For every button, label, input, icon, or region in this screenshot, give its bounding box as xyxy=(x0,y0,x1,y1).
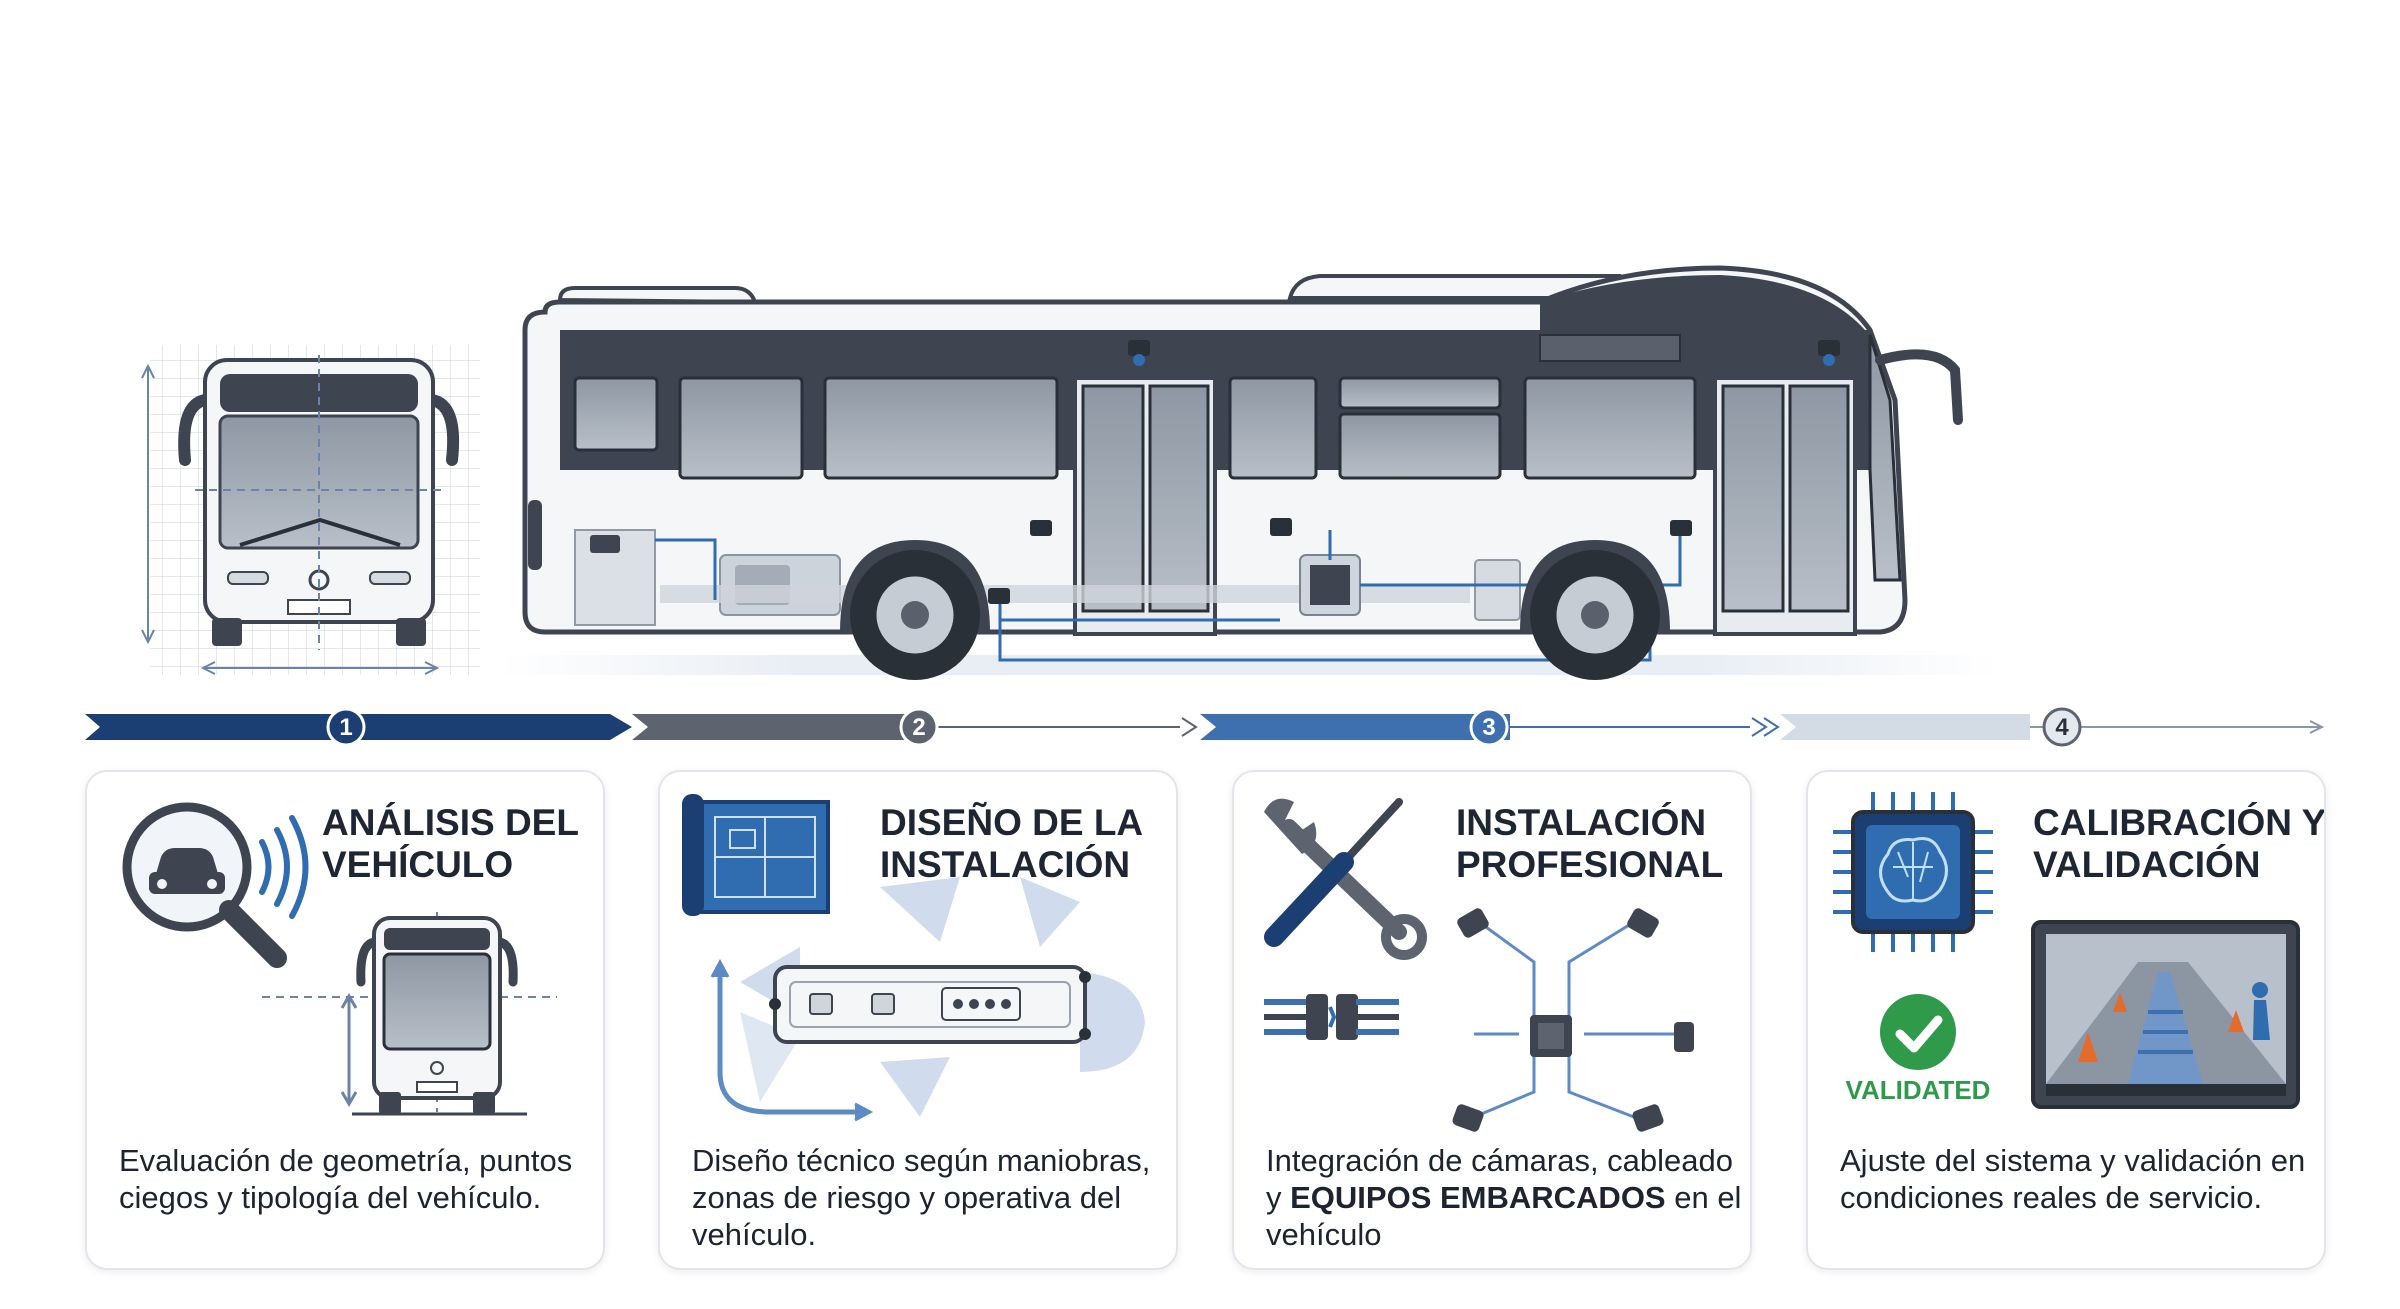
step-title-design: DISEÑO DE LA INSTALACIÓN xyxy=(880,802,1142,885)
step-number-1: 1 xyxy=(339,714,352,741)
wrench-screwdriver-icon xyxy=(1264,798,1427,960)
step-marker-4: 4 xyxy=(2042,707,2082,747)
step-description-installation: Integración de cámaras, cableado y EQUIP… xyxy=(1266,1142,1746,1253)
blueprint-icon xyxy=(682,794,830,916)
step-marker-3: 3 xyxy=(1469,707,1509,747)
cable-connector-icon xyxy=(1264,994,1399,1040)
camera-network-diagram xyxy=(1452,908,1694,1132)
step-card-installation: INSTALACIÓN PROFESIONAL Integración de c… xyxy=(1232,770,1752,1270)
step-title-analysis: ANÁLISIS DEL VEHÍCULO xyxy=(322,802,579,885)
bus-front-view xyxy=(141,345,480,675)
bus-hero-illustration xyxy=(141,265,2000,680)
check-circle-icon xyxy=(1880,994,1956,1070)
step-card-design: DISEÑO DE LA INSTALACIÓN Diseño técnico … xyxy=(658,770,1178,1270)
step-marker-1: 1 xyxy=(326,707,366,747)
magnifier-car-icon xyxy=(122,802,309,968)
step-title-installation: INSTALACIÓN PROFESIONAL xyxy=(1456,802,1724,885)
step-description-calibration: Ajuste del sistema y validación en condi… xyxy=(1840,1143,2306,1215)
step-description-installation-part1: Integración de cámaras, cableado y xyxy=(1266,1143,1734,1215)
step-description-installation-part2: en el vehículo xyxy=(1266,1180,1742,1252)
camera-view-screen xyxy=(2031,920,2300,1109)
step-number-4: 4 xyxy=(2055,714,2069,741)
bus-side-view xyxy=(500,265,2000,680)
coverage-zones-diagram xyxy=(710,877,1145,1122)
step-marker-2: 2 xyxy=(899,707,939,747)
ai-chip-icon xyxy=(1833,792,1993,952)
step-description-installation-bold: EQUIPOS EMBARCADOS xyxy=(1290,1180,1666,1215)
step-description-design: Diseño técnico según maniobras, zonas de… xyxy=(692,1143,1151,1252)
validated-badge: VALIDATED xyxy=(1845,1075,1991,1105)
step-card-calibration: VALIDATED CALIBRACIÓN Y VALIDACIÓN Ajust… xyxy=(1806,770,2326,1270)
process-timeline: 1 2 3 4 xyxy=(85,707,2325,747)
step-card-analysis: ANÁLISIS DEL VEHÍCULO Evaluación de geom… xyxy=(85,770,605,1270)
step-number-2: 2 xyxy=(912,714,925,741)
step-description-analysis: Evaluación de geometría, puntos ciegos y… xyxy=(119,1143,573,1215)
bus-front-diagram xyxy=(262,912,557,1116)
step-number-3: 3 xyxy=(1482,714,1495,741)
step-title-calibration: CALIBRACIÓN Y VALIDACIÓN xyxy=(2033,802,2326,885)
